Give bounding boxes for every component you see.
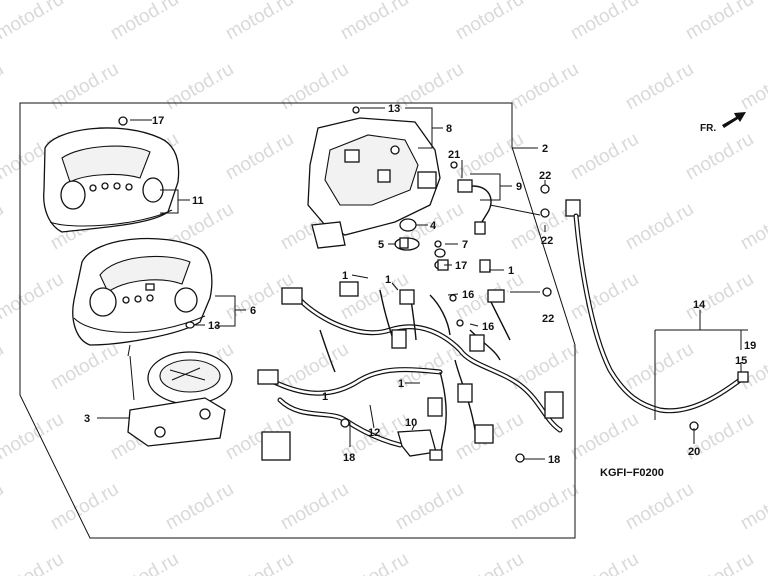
watermark-text: motod.ru (567, 549, 642, 576)
watermark-text: motod.ru (507, 479, 582, 535)
watermark-text: motod.ru (392, 59, 467, 115)
callout-1: 1 (398, 378, 404, 390)
callout-15: 15 (735, 355, 747, 367)
watermark-text: motod.ru (737, 59, 768, 115)
callout-1: 1 (508, 265, 514, 277)
callout-18: 18 (548, 454, 560, 466)
callout-13: 13 (208, 320, 220, 332)
fasteners (118, 116, 552, 463)
callout-6: 6 (250, 305, 256, 317)
diagram-code: KGFI−F0200 (600, 467, 664, 479)
watermark-text: motod.ru (0, 0, 67, 44)
callout-10: 10 (405, 417, 417, 429)
callout-12: 12 (368, 427, 380, 439)
watermark-text: motod.ru (682, 129, 757, 185)
watermark-text: motod.ru (682, 269, 757, 325)
leader-lines (97, 107, 748, 460)
speedometer-unit (127, 351, 233, 447)
watermark-text: motod.ru (47, 59, 122, 115)
meter-panel (72, 237, 213, 357)
callout-4: 4 (430, 220, 437, 232)
watermark-text: motod.ru (107, 0, 182, 44)
watermark-text: motod.ru (567, 0, 642, 44)
watermark-text: motod.ru (222, 0, 297, 44)
speedometer-cable (565, 199, 749, 431)
callout-8: 8 (446, 123, 452, 135)
callout-19: 19 (744, 340, 756, 352)
meter-case (307, 106, 441, 249)
watermark-text: motod.ru (0, 479, 7, 535)
callout-16: 16 (462, 289, 474, 301)
socket-cluster (457, 179, 492, 235)
watermark-text: motod.ru (47, 339, 122, 395)
watermark-text: motod.ru (622, 339, 697, 395)
watermark-text: motod.ru (682, 549, 757, 576)
watermark-text: motod.ru (337, 549, 412, 576)
callout-11: 11 (192, 195, 204, 207)
callout-22: 22 (539, 170, 551, 182)
callout-1: 1 (342, 270, 348, 282)
callout-22: 22 (542, 313, 554, 325)
watermark-text: motod.ru (452, 0, 527, 44)
watermark-text: motod.ru (737, 199, 768, 255)
watermark-text: motod.ru (622, 199, 697, 255)
watermark-text: motod.ru (622, 479, 697, 535)
watermark-text: motod.ru (107, 549, 182, 576)
callout-7: 7 (462, 239, 468, 251)
callout-1: 1 (385, 274, 391, 286)
watermark-text: motod.ru (47, 479, 122, 535)
watermark-text: motod.ru (0, 199, 7, 255)
callout-1: 1 (322, 391, 328, 403)
watermark-text: motod.ru (452, 129, 527, 185)
watermark-text: motod.ru (162, 479, 237, 535)
callout-9: 9 (516, 181, 522, 193)
watermark-text: motod.ru (0, 549, 67, 576)
callout-3: 3 (84, 413, 90, 425)
watermark-text: motod.ru (507, 59, 582, 115)
callout-17: 17 (455, 260, 467, 272)
front-label: FR. (700, 123, 716, 134)
screw-icon (185, 321, 195, 329)
callout-20: 20 (688, 446, 700, 458)
bracket (397, 429, 443, 461)
watermark-text: motod.ru (567, 269, 642, 325)
watermark-text: motod.ru (567, 409, 642, 465)
callout-18: 18 (343, 452, 355, 464)
watermark-text: motod.ru (622, 59, 697, 115)
assembly-frame (19, 102, 576, 539)
watermark-text: motod.ru (222, 549, 297, 576)
watermark-text: motod.ru (737, 479, 768, 535)
watermark-text: motod.ru (277, 59, 352, 115)
watermark-text: motod.ru (0, 59, 7, 115)
callout-17: 17 (152, 115, 164, 127)
meter-cover (43, 127, 180, 233)
watermark-text: motod.ru (162, 59, 237, 115)
front-arrow: FR. (700, 112, 746, 134)
callout-21: 21 (448, 149, 460, 161)
callout-22: 22 (541, 235, 553, 247)
watermark-text: motod.ru (0, 409, 67, 465)
watermark-text: motod.ru (567, 129, 642, 185)
watermark-text: motod.ru (337, 0, 412, 44)
callout-labels: 17 11 6 13 3 13 8 2 21 9 22 22 4 5 7 17 … (84, 103, 756, 466)
watermark-text: motod.ru (682, 0, 757, 44)
arrow-icon (722, 112, 746, 128)
callout-5: 5 (378, 239, 384, 251)
watermark-text: motod.ru (0, 269, 67, 325)
callout-16: 16 (482, 321, 494, 333)
callout-2: 2 (542, 143, 548, 155)
callout-13: 13 (388, 103, 400, 115)
watermark-text: motod.ru (0, 339, 7, 395)
watermark-text: motod.ru (452, 549, 527, 576)
watermark-text: motod.ru (392, 479, 467, 535)
callout-14: 14 (693, 299, 706, 311)
wire-harness (257, 259, 564, 461)
watermark-text: motod.ru (277, 479, 352, 535)
watermark-text: motod.ru (222, 129, 297, 185)
